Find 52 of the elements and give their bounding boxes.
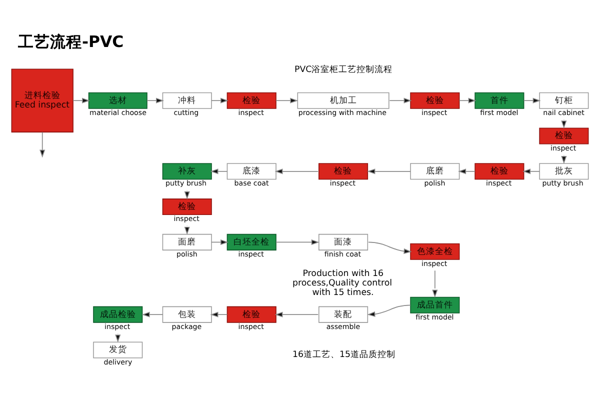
- node-label: inspect: [238, 107, 264, 116]
- arrow: [274, 168, 319, 174]
- node-label: package: [172, 321, 202, 330]
- arrow: [211, 97, 229, 103]
- node-label: inspect: [422, 107, 448, 116]
- arrow: [522, 168, 540, 174]
- node-label: processing with machine: [298, 107, 387, 116]
- arrow: [72, 97, 90, 103]
- node-label: putty brush: [542, 178, 584, 188]
- arrow: [40, 131, 46, 158]
- label: PVC浴室柜工艺控制流程: [294, 64, 393, 75]
- arrow: [432, 270, 438, 298]
- arrow: [146, 97, 164, 103]
- arrow: [367, 304, 411, 316]
- arrow: [458, 97, 476, 103]
- node-label: first model: [416, 312, 454, 321]
- arrow: [389, 97, 412, 103]
- node-label: inspect: [104, 321, 130, 330]
- arrow: [523, 97, 541, 103]
- node-label: nail cabinet: [543, 107, 584, 116]
- node-label: material choose: [90, 107, 146, 116]
- node-label: inspect: [330, 178, 356, 188]
- node-label: putty brush: [165, 178, 207, 188]
- arrow: [210, 168, 228, 174]
- node-label: polish: [176, 249, 198, 258]
- label: Production with 16 process,Quality control with 15 times.: [292, 268, 392, 298]
- node-label: first model: [480, 107, 518, 116]
- node-label: base coat: [234, 178, 269, 188]
- node-label: assemble: [326, 321, 360, 330]
- node-label: inspect: [238, 321, 264, 330]
- arrow: [210, 311, 228, 317]
- node-label: polish: [424, 178, 446, 188]
- node-label: inspect: [238, 249, 264, 258]
- node-label: inspect: [550, 142, 576, 152]
- node-label: inspect: [486, 178, 512, 188]
- arrow: [276, 97, 298, 103]
- arrow: [561, 118, 567, 128]
- arrow: [211, 238, 229, 244]
- node-label: inspect: [174, 214, 200, 223]
- arrow: [115, 332, 121, 342]
- arrow: [367, 168, 411, 174]
- arrow: [142, 311, 164, 317]
- node-label: cutting: [174, 107, 199, 116]
- arrow: [368, 241, 412, 254]
- arrow: [276, 238, 320, 244]
- node-label: delivery: [104, 356, 132, 366]
- arrow: [458, 168, 476, 174]
- node-label: inspect: [422, 258, 448, 268]
- node-label: finish coat: [324, 249, 362, 258]
- arrow: [274, 311, 319, 317]
- label: 16道工艺、15道品质控制: [292, 349, 396, 360]
- diagram-title: 工艺流程-PVC: [18, 32, 124, 51]
